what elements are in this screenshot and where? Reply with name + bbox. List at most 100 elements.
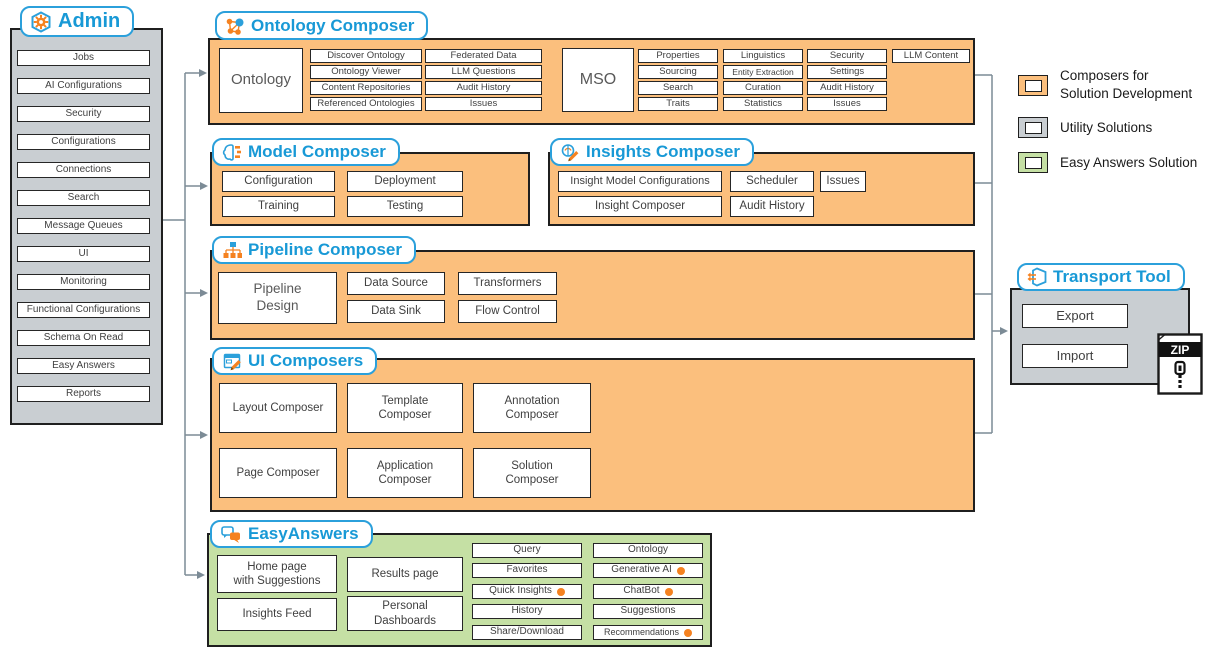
insights-composer-title: Insights Composer [586, 142, 740, 161]
page-composer-button[interactable]: Page Composer [219, 448, 337, 498]
legend-label-composers: Composers for Solution Development [1060, 68, 1193, 102]
sidebar-item-easy-answers[interactable]: Easy Answers [17, 358, 150, 374]
properties-button[interactable]: Properties [638, 49, 718, 63]
solution-composer-button[interactable]: Solution Composer [473, 448, 591, 498]
ui-composers-title: UI Composers [248, 351, 364, 370]
sidebar-item-security[interactable]: Security [17, 106, 150, 122]
entity-extraction-button[interactable]: Entity Extraction [723, 65, 803, 79]
sidebar-item-functional-configurations[interactable]: Functional Configurations [17, 302, 150, 318]
ontology-composer-header[interactable]: Ontology Composer [215, 11, 429, 40]
audit-history-button[interactable]: Audit History [425, 81, 542, 95]
layout-composer-button[interactable]: Layout Composer [219, 383, 337, 433]
insights-feed-button[interactable]: Insights Feed [217, 598, 337, 631]
pipeline-composer-section [210, 250, 975, 340]
curation-button[interactable]: Curation [723, 81, 803, 95]
new-feature-dot [664, 587, 673, 596]
issues-2-button[interactable]: Issues [807, 97, 887, 111]
deployment-button[interactable]: Deployment [347, 171, 463, 192]
testing-button[interactable]: Testing [347, 196, 463, 217]
discover-ontology-button[interactable]: Discover Ontology [310, 49, 422, 63]
ea-ontology-button[interactable]: Ontology [593, 543, 703, 558]
insights-audit-history-button[interactable]: Audit History [730, 196, 814, 217]
model-composer-title: Model Composer [248, 142, 386, 161]
llm-questions-button[interactable]: LLM Questions [425, 65, 542, 79]
pipeline-design-box[interactable]: Pipeline Design [218, 272, 337, 324]
mso-box[interactable]: MSO [562, 48, 634, 112]
favorites-button[interactable]: Favorites [472, 563, 582, 578]
annotation-composer-button[interactable]: Annotation Composer [473, 383, 591, 433]
pipeline-composer-header[interactable]: Pipeline Composer [212, 236, 416, 264]
model-composer-header[interactable]: Model Composer [212, 138, 400, 166]
scheduler-button[interactable]: Scheduler [730, 171, 814, 192]
security-button[interactable]: Security [807, 49, 887, 63]
new-feature-dot [676, 566, 685, 575]
search-button[interactable]: Search [638, 81, 718, 95]
linguistics-button[interactable]: Linguistics [723, 49, 803, 63]
referenced-ontologies-button[interactable]: Referenced Ontologies [310, 97, 422, 111]
sidebar-item-jobs[interactable]: Jobs [17, 50, 150, 66]
sourcing-button[interactable]: Sourcing [638, 65, 718, 79]
sidebar-item-configurations[interactable]: Configurations [17, 134, 150, 150]
configuration-button[interactable]: Configuration [222, 171, 335, 192]
history-button[interactable]: History [472, 604, 582, 619]
traits-button[interactable]: Traits [638, 97, 718, 111]
sidebar-item-ui[interactable]: UI [17, 246, 150, 262]
generative-ai-button[interactable]: Generative AI [593, 563, 703, 578]
training-button[interactable]: Training [222, 196, 335, 217]
ontology-main-box[interactable]: Ontology [219, 48, 303, 113]
query-button[interactable]: Query [472, 543, 582, 558]
legend-swatch-composers [1018, 75, 1048, 96]
transport-tool-header[interactable]: Transport Tool [1017, 263, 1185, 291]
template-composer-button[interactable]: Template Composer [347, 383, 463, 433]
insight-composer-button[interactable]: Insight Composer [558, 196, 722, 217]
sidebar-item-ai-configurations[interactable]: AI Configurations [17, 78, 150, 94]
easyanswers-header[interactable]: EasyAnswers [210, 520, 373, 548]
ui-composers-header[interactable]: UI Composers [212, 347, 378, 375]
llm-content-button[interactable]: LLM Content [892, 49, 970, 63]
pipeline-composer-title: Pipeline Composer [248, 240, 402, 259]
admin-header[interactable]: Admin [20, 6, 135, 37]
legend-swatch-utility [1018, 117, 1048, 138]
recommendations-button[interactable]: Recommendations [593, 625, 703, 640]
audit-history-2-button[interactable]: Audit History [807, 81, 887, 95]
data-sink-button[interactable]: Data Sink [347, 300, 445, 323]
sidebar-item-connections[interactable]: Connections [17, 162, 150, 178]
sidebar-item-monitoring[interactable]: Monitoring [17, 274, 150, 290]
new-feature-dot [556, 587, 565, 596]
quick-insights-button[interactable]: Quick Insights [472, 584, 582, 599]
zip-label: ZIP [1171, 343, 1190, 357]
flow-control-button[interactable]: Flow Control [458, 300, 557, 323]
federated-data-button[interactable]: Federated Data [425, 49, 542, 63]
ui-composers-section [210, 358, 975, 512]
ontology-viewer-button[interactable]: Ontology Viewer [310, 65, 422, 79]
application-composer-button[interactable]: Application Composer [347, 448, 463, 498]
model-brain-icon [222, 144, 241, 161]
sidebar-item-schema-on-read[interactable]: Schema On Read [17, 330, 150, 346]
suggestions-button[interactable]: Suggestions [593, 604, 703, 619]
data-source-button[interactable]: Data Source [347, 272, 445, 295]
legend-label-easy-answers: Easy Answers Solution [1060, 155, 1198, 170]
import-button[interactable]: Import [1022, 344, 1128, 368]
sidebar-item-search[interactable]: Search [17, 190, 150, 206]
settings-button[interactable]: Settings [807, 65, 887, 79]
chatbot-button[interactable]: ChatBot [593, 584, 703, 599]
zip-file-icon: ZIP [1157, 333, 1203, 395]
insight-model-configurations-button[interactable]: Insight Model Configurations [558, 171, 722, 192]
insights-composer-header[interactable]: Insights Composer [550, 138, 754, 166]
results-page-button[interactable]: Results page [347, 557, 463, 592]
statistics-button[interactable]: Statistics [723, 97, 803, 111]
insights-issues-button[interactable]: Issues [820, 171, 866, 192]
sidebar-item-reports[interactable]: Reports [17, 386, 150, 402]
transformers-button[interactable]: Transformers [458, 272, 557, 295]
insights-brain-pencil-icon [561, 144, 579, 162]
share-download-button[interactable]: Share/Download [472, 625, 582, 640]
sidebar-item-message-queues[interactable]: Message Queues [17, 218, 150, 234]
export-button[interactable]: Export [1022, 304, 1128, 328]
admin-gear-icon [31, 10, 51, 33]
personal-dashboards-button[interactable]: Personal Dashboards [347, 596, 463, 631]
issues-button[interactable]: Issues [425, 97, 542, 111]
home-page-with-suggestions-button[interactable]: Home page with Suggestions [217, 555, 337, 593]
content-repositories-button[interactable]: Content Repositories [310, 81, 422, 95]
